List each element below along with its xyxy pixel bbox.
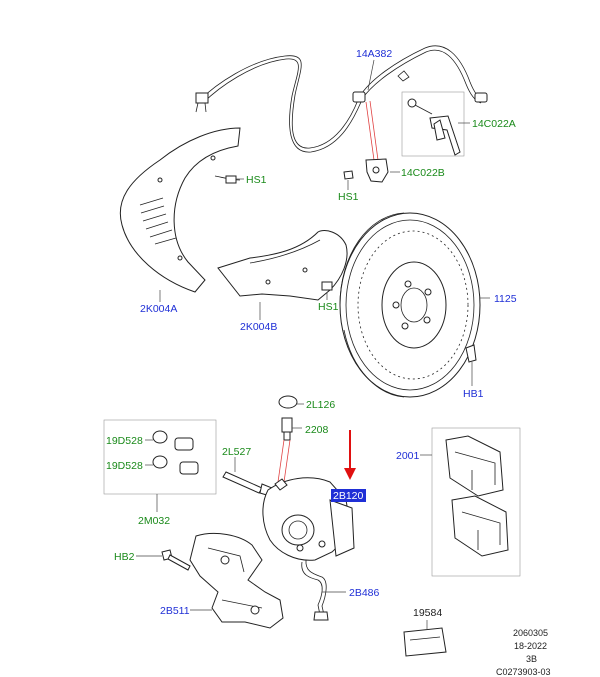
callout-2b511: 2B511 [160,605,190,617]
reference-code-4: C0273903-03 [496,667,551,677]
callout-hs1-small-shield: HS1 [318,301,339,313]
leader-lines [136,59,490,630]
grease-sachet-drawing [403,627,447,657]
callout-2b120: 2B120 [333,490,364,502]
sensor-harness-drawing [195,45,488,153]
callout-hs1-bracket: HS1 [338,191,359,203]
callout-2k004b: 2K004B [240,321,277,333]
callout-19d528-bottom: 19D528 [106,460,143,472]
brake-pads-drawing [431,427,521,577]
callout-2k004a: 2K004A [140,303,177,315]
callout-14c022b: 14C022B [401,167,445,179]
splash-shield-large-drawing [119,127,241,293]
highlight-box [331,489,366,502]
callout-14c022a: 14C022A [472,118,516,130]
callout-2001: 2001 [396,450,420,462]
callout-2m032: 2M032 [138,515,170,527]
callout-14a382: 14A382 [356,48,392,60]
callout-hb1: HB1 [463,388,484,400]
splash-shield-small-drawing [217,230,348,301]
callout-1125: 1125 [494,293,517,305]
reference-code-3: 3B [526,654,537,664]
guide-pin-drawing [222,471,273,497]
reference-code-1: 2060305 [513,628,548,638]
caliper-carrier-drawing [189,532,284,629]
callout-2b486: 2B486 [349,587,380,599]
callout-2208: 2208 [305,424,329,436]
caliper-drawing [262,477,355,561]
brake-disc-drawing [339,212,481,398]
callout-2l126: 2L126 [306,399,335,411]
bracket-14c022b-drawing [343,100,389,183]
bracket-14c022a-drawing [401,91,465,157]
brake-pipe-drawing [301,559,329,621]
callout-hb2: HB2 [114,551,135,563]
callout-hs1-shield: HS1 [246,174,267,186]
bolt-hb2-drawing [161,549,191,571]
callout-19584: 19584 [413,607,442,619]
bleed-screw-drawing [277,395,298,483]
seal-kit-drawing [103,419,217,495]
reference-code-2: 18-2022 [514,641,547,651]
callout-19d528-top: 19D528 [106,435,143,447]
indicator-arrow [344,430,356,480]
callout-2l527: 2L527 [222,446,251,458]
